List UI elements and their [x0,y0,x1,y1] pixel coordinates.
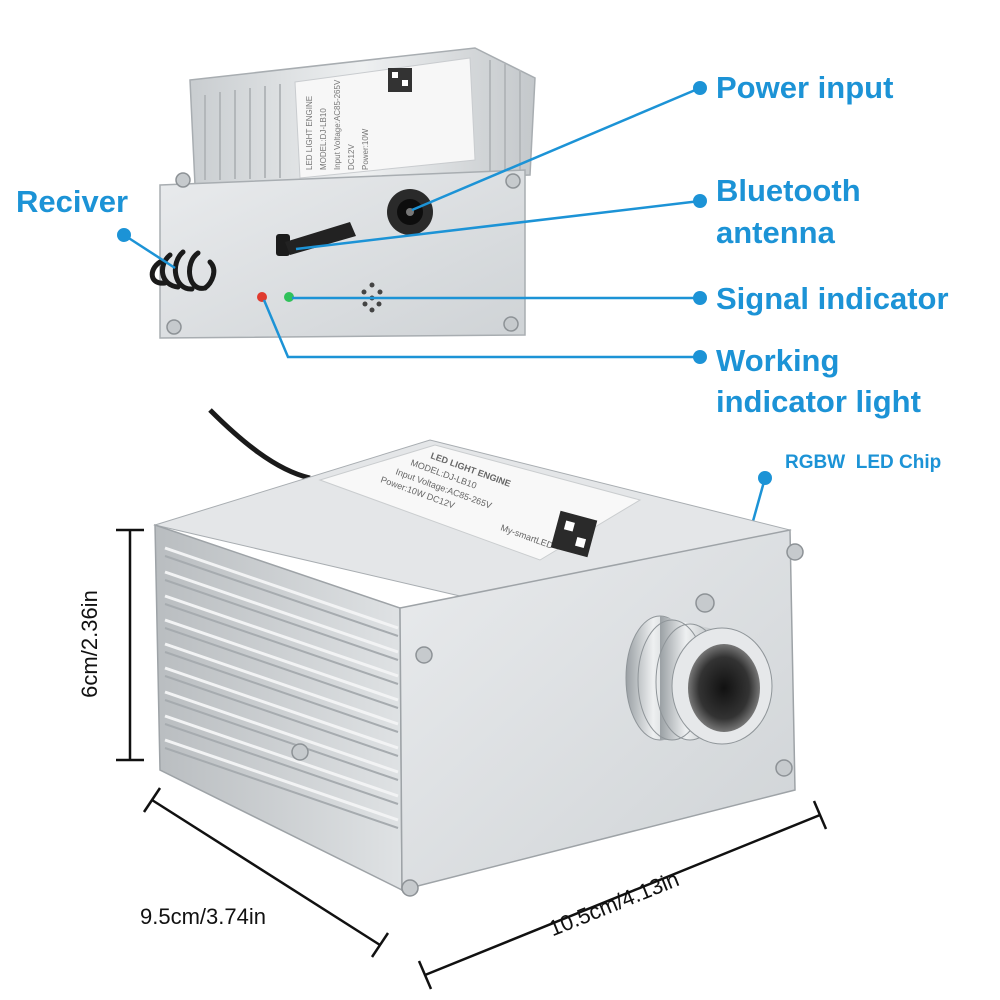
screw-icon [291,543,804,897]
receiver-label: Reciver [16,184,129,219]
svg-text:MODEL:DJ-LB10: MODEL:DJ-LB10 [319,108,328,170]
svg-text:Input Voltage:AC85-265V: Input Voltage:AC85-265V [333,79,342,170]
device-back-view: LED LIGHT ENGINE MODEL:DJ-LB10 Input Vol… [149,47,536,339]
power-input-label: Power input [716,70,894,105]
working-led [257,292,267,302]
working-label-line1: Working [716,343,840,378]
screw-icon [166,172,521,335]
callout-lines [117,81,772,691]
power-jack [387,189,433,235]
bluetooth-label-line2: antenna [716,215,835,250]
bluetooth-antenna-stub [276,222,356,256]
back-label-line: LED LIGHT ENGINE [305,96,314,170]
svg-text:Power:10W: Power:10W [361,128,370,170]
led-chip-label: RGBW LED Chip [785,452,942,473]
height-dimension-label: 6cm/2.36in [77,590,102,698]
signal-indicator-label: Signal indicator [716,281,949,316]
svg-text:DC12V: DC12V [347,144,356,170]
bluetooth-label-line1: Bluetooth [716,173,861,208]
working-label-line2: indicator light [716,384,921,419]
receiver-coil [149,249,217,292]
signal-led [284,292,294,302]
device-front-view: LED LIGHT ENGINE MODEL:DJ-LB10 Input Vol… [153,408,804,897]
dimension-lines [116,528,828,990]
back-label-sticker: LED LIGHT ENGINE MODEL:DJ-LB10 Input Vol… [294,57,476,179]
depth-dimension-label: 9.5cm/3.74in [140,904,266,929]
led-lens-barrel [625,615,773,745]
